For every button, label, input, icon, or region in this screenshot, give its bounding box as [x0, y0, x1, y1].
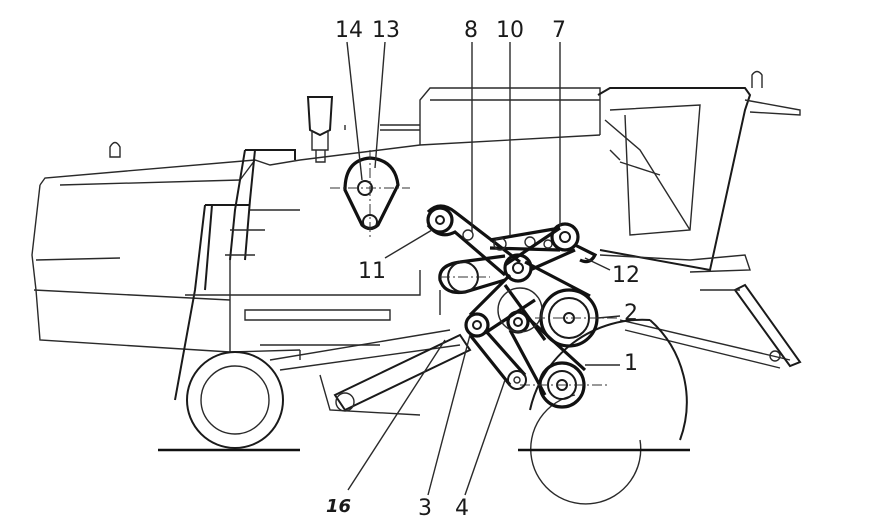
label-7: 7: [552, 18, 566, 43]
pulley-13-14: [330, 150, 410, 240]
label-1: 1: [624, 351, 638, 376]
label-16: 16: [326, 496, 351, 517]
label-3: 3: [418, 496, 432, 521]
label-11: 11: [358, 259, 386, 284]
label-4: 4: [455, 496, 469, 521]
combine-body-outline: [31, 70, 802, 505]
label-14: 14: [335, 18, 363, 43]
part-labels: 14 13 8 10 7 11 12 2 1 16 3 4: [326, 18, 640, 521]
label-8: 8: [464, 18, 478, 43]
label-12: 12: [612, 263, 640, 288]
label-13: 13: [372, 18, 400, 43]
label-2: 2: [624, 301, 638, 326]
belt-drives: [426, 204, 620, 409]
leader-lines: [346, 41, 621, 496]
label-10: 10: [496, 18, 524, 43]
